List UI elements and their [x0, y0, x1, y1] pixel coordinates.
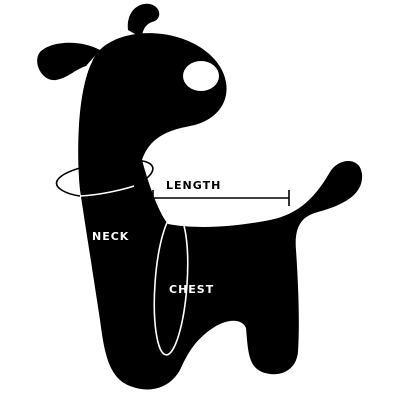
length-label: LENGTH: [166, 179, 221, 192]
head-tuft: [127, 3, 160, 38]
ear: [37, 42, 100, 81]
neck-loop-inner: [79, 185, 135, 197]
neck-loop: [55, 159, 154, 197]
length-measure: [152, 190, 290, 206]
body: [78, 33, 363, 390]
chest-loop: [153, 212, 189, 356]
chest-label: CHEST: [169, 283, 214, 296]
eye: [183, 61, 219, 91]
dog-silhouette-icon: [37, 3, 363, 390]
neck-label: NECK: [92, 230, 129, 243]
neck-loop-outer: [55, 159, 154, 197]
